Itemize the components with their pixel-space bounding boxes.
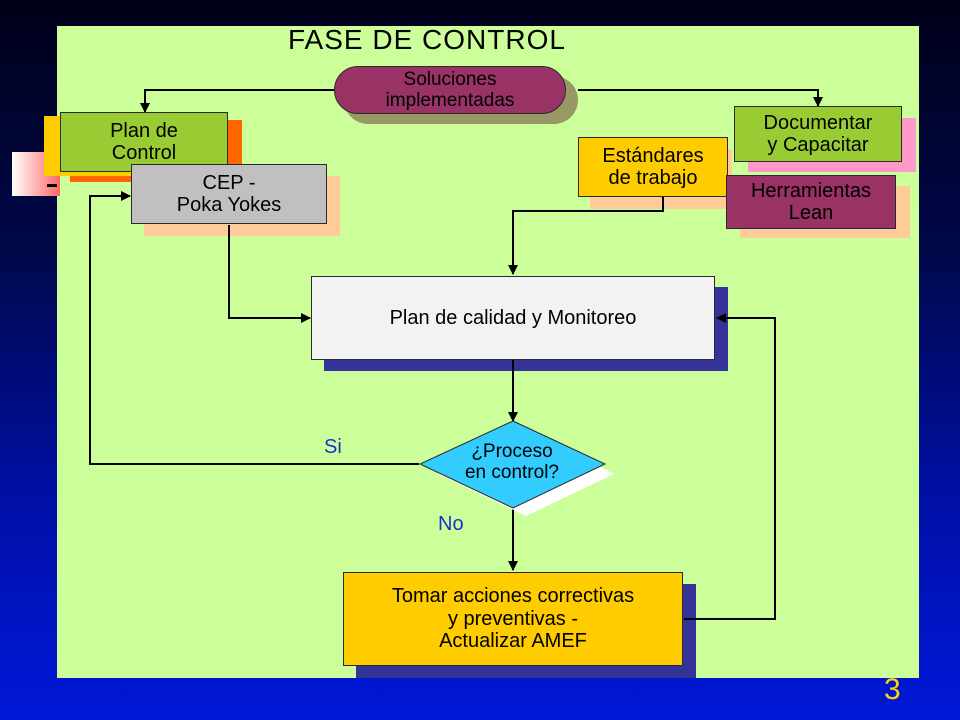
plan-de-control-node[interactable]: Plan de Control	[60, 112, 228, 172]
deco-dash	[47, 184, 57, 187]
documentar-y-capacitar-node[interactable]: Documentar y Capacitar	[734, 106, 902, 162]
plan-de-calidad-node[interactable]: Plan de calidad y Monitoreo	[311, 276, 715, 360]
edge-cep-to-plan-calidad	[228, 225, 311, 323]
herramientas-lean-node[interactable]: Herramientas Lean	[726, 175, 896, 229]
edge-soluciones-to-documentar	[578, 89, 823, 107]
yes-label: Si	[324, 436, 342, 458]
decision-text: ¿Proceso en control?	[464, 440, 559, 483]
page-title: FASE DE CONTROL	[288, 24, 566, 55]
estandares-de-trabajo-node[interactable]: Estándares de trabajo	[578, 137, 728, 197]
decision-diamond[interactable]	[408, 418, 623, 518]
edge-acciones-to-plan-calidad	[684, 313, 776, 620]
soluciones-implementadas-node[interactable]: Soluciones implementadas	[334, 66, 566, 114]
cep-poka-yokes-node[interactable]: CEP - Poka Yokes	[131, 164, 327, 224]
edge-estandares-to-plan-calidad	[508, 196, 664, 275]
tomar-acciones-node[interactable]: Tomar acciones correctivas y preventivas…	[343, 572, 683, 666]
edge-decision-yes-to-cep	[89, 191, 419, 465]
page-number: 3	[884, 673, 901, 706]
no-label: No	[438, 513, 464, 535]
edge-soluciones-to-plan-control	[140, 89, 334, 113]
